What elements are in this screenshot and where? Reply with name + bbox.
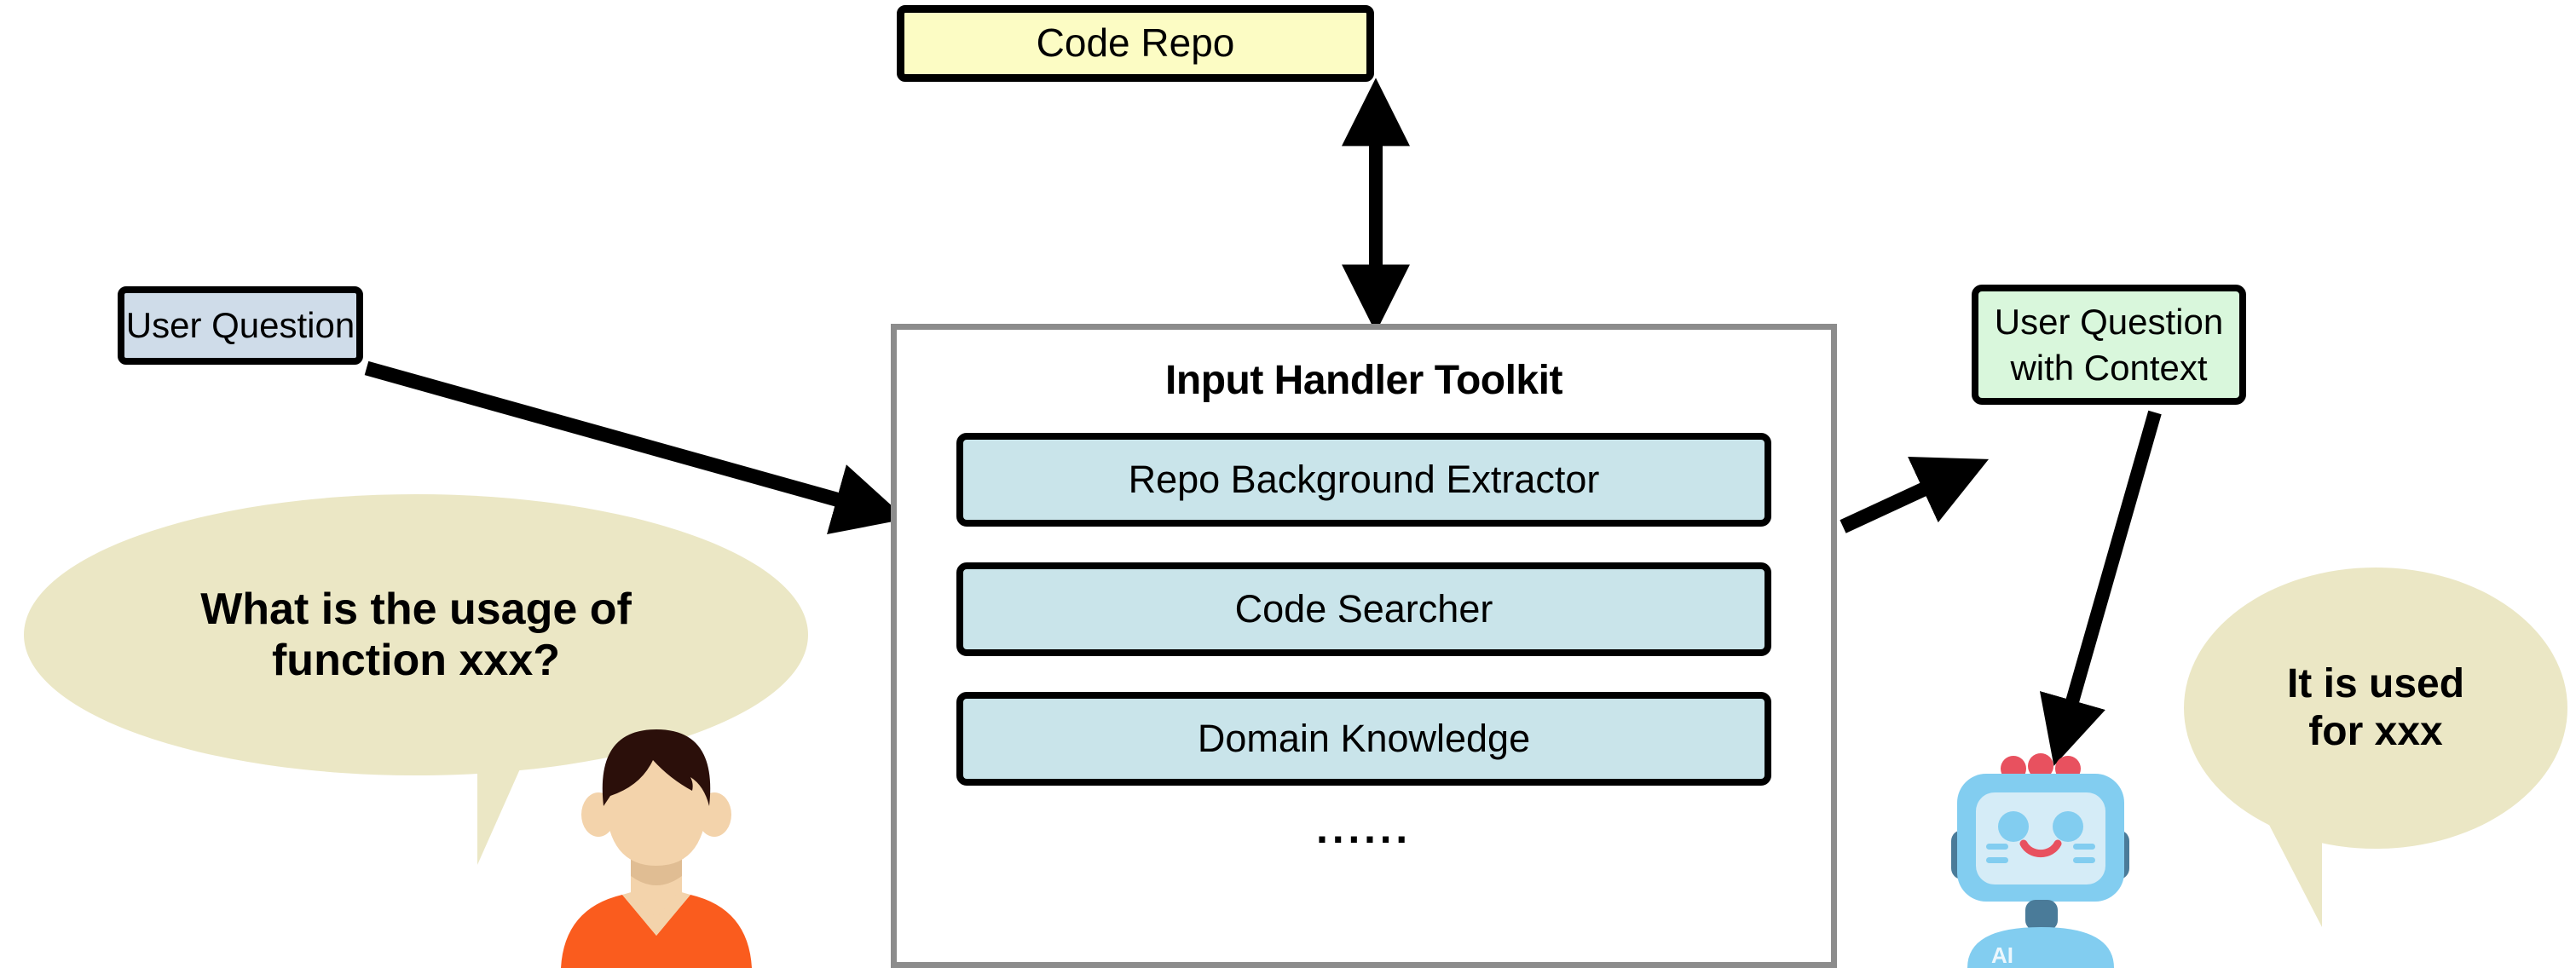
input-handler-toolkit-panel: Input Handler Toolkit Repo Background Ex… (891, 324, 1837, 968)
tool-item-label: Domain Knowledge (1197, 717, 1531, 760)
context-label-line1: User Question (1994, 302, 2224, 343)
robot-ai-badge: AI (1991, 942, 2013, 968)
arrow-user-question-toolkit (364, 360, 907, 535)
user-avatar (561, 729, 752, 968)
user-question-box[interactable]: User Question (118, 286, 363, 365)
tool-item-domain-knowledge[interactable]: Domain Knowledge (956, 692, 1771, 786)
user-question-with-context-box[interactable]: User Question with Context (1972, 285, 2246, 405)
user-question-label: User Question (125, 305, 355, 346)
context-label-line2: with Context (2010, 347, 2208, 388)
code-repo-label: Code Repo (1036, 20, 1235, 66)
tool-item-repo-background-extractor[interactable]: Repo Background Extractor (956, 433, 1771, 527)
bot-bubble-line1: It is used (2286, 661, 2465, 707)
toolkit-title: Input Handler Toolkit (1165, 358, 1562, 403)
code-repo-box[interactable]: Code Repo (897, 5, 1374, 82)
arrow-toolkit-context (1840, 456, 1990, 533)
user-speech-bubble: What is the usage of function xxx? (24, 494, 808, 775)
arrow-context-robot (2039, 410, 2162, 766)
user-bubble-line2: function xxx? (271, 636, 561, 685)
toolkit-more-ellipsis: ······ (1316, 815, 1412, 863)
tool-item-label: Code Searcher (1234, 587, 1493, 631)
tool-item-code-searcher[interactable]: Code Searcher (956, 562, 1771, 656)
ai-robot-avatar: AI (1951, 753, 2129, 968)
bot-bubble-line2: for xxx (2308, 709, 2443, 754)
user-bubble-line1: What is the usage of (200, 584, 632, 634)
bot-speech-bubble: It is used for xxx (2184, 568, 2567, 849)
toolkit-tool-list: Repo Background Extractor Code Searcher … (897, 433, 1831, 786)
tool-item-label: Repo Background Extractor (1128, 458, 1600, 501)
